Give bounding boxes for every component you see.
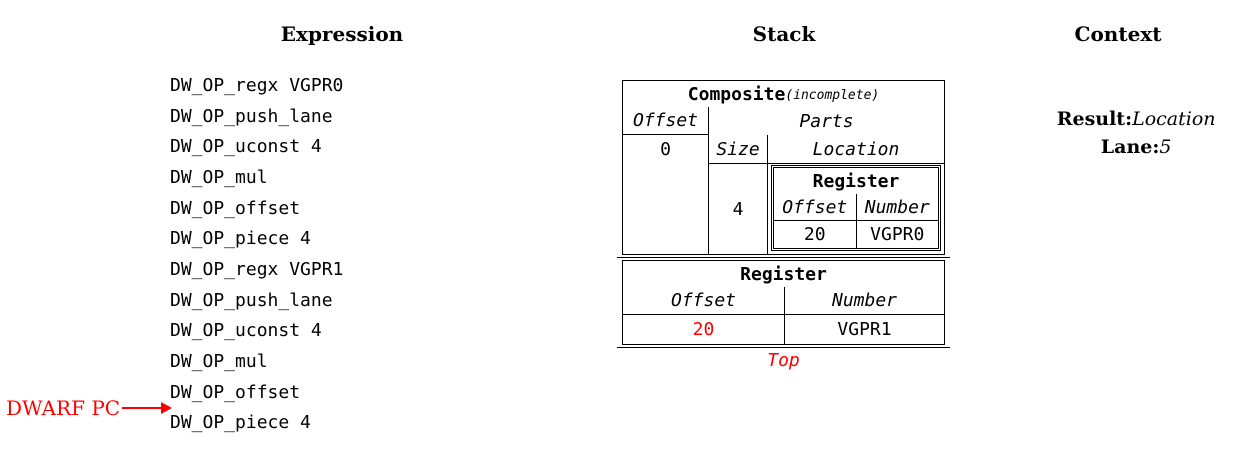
composite-offset-value: 0: [660, 138, 671, 160]
expression-item: DW_OP_regx VGPR1: [170, 258, 344, 280]
nested-register-title: Register: [812, 170, 900, 192]
stack-column-header: Stack: [752, 22, 816, 46]
context-column-header: Context: [1074, 22, 1162, 46]
expression-list: DW_OP_regx VGPR0 DW_OP_push_lane DW_OP_u…: [170, 70, 343, 438]
part-size-header: Size: [709, 135, 767, 164]
expression-item: DW_OP_offset: [170, 197, 301, 219]
composite-title-row: Composite(incomplete): [623, 81, 944, 107]
stack-entry-composite: Composite(incomplete) Offset 0 Parts Siz…: [622, 80, 945, 255]
expression-item: DW_OP_offset: [170, 381, 301, 403]
lane-value: 5: [1159, 136, 1172, 158]
composite-parts-column: Parts Size 4 Location Register: [709, 107, 944, 254]
part-location-column: Location Register Offset Number 2: [768, 135, 944, 254]
register-number-value: VGPR1: [837, 319, 892, 340]
part-location-header: Location: [768, 135, 944, 164]
stack-entry-separator: [617, 257, 950, 258]
nested-register-table: Register Offset Number 20 VGPR0: [771, 165, 941, 251]
register-offset-header: Offset: [623, 287, 785, 314]
part-size-column: Size 4: [709, 135, 768, 254]
register-offset-value: 20: [623, 315, 785, 344]
expression-item: DW_OP_uconst 4: [170, 136, 322, 158]
context-panel: Result:Location Lane:5: [998, 77, 1238, 158]
lane-label: Lane:: [1100, 136, 1160, 158]
register-title: Register: [740, 263, 827, 285]
composite-offset-header: Offset: [623, 107, 708, 135]
nested-register-number-value: VGPR0: [870, 224, 925, 245]
expression-item: DW_OP_uconst 4: [170, 320, 322, 342]
dwarf-pc-pointer: DWARF PC: [6, 394, 173, 422]
composite-offset-column: Offset 0: [623, 107, 709, 254]
composite-parts-header: Parts: [799, 110, 854, 132]
expression-item: DW_OP_push_lane: [170, 289, 333, 311]
result-label: Result:: [1056, 108, 1133, 130]
nested-register-number-header: Number: [864, 196, 930, 218]
nested-register-offset-value: 20: [774, 221, 857, 248]
part-size-value: 4: [732, 198, 744, 220]
expression-item: DW_OP_regx VGPR0: [170, 74, 344, 96]
dwarf-pc-arrow-icon: [122, 402, 173, 414]
register-number-header: Number: [831, 290, 898, 311]
dwarf-pc-label: DWARF PC: [6, 396, 121, 420]
stack-entry-separator: [617, 347, 950, 348]
context-lane-line: Lane:5: [998, 105, 1238, 158]
result-value: Location: [1132, 108, 1216, 130]
expression-item: DW_OP_piece 4: [170, 228, 311, 250]
composite-incomplete-annotation: (incomplete): [785, 87, 880, 103]
stack: Composite(incomplete) Offset 0 Parts Siz…: [617, 80, 950, 371]
nested-register-offset-header: Offset: [774, 194, 857, 220]
expression-item: DW_OP_push_lane: [170, 105, 333, 127]
composite-title: Composite: [687, 83, 786, 105]
context-result-line: Result:Location: [998, 77, 1238, 130]
expression-item: DW_OP_mul: [170, 351, 268, 373]
expression-item: DW_OP_piece 4: [170, 412, 311, 434]
stack-top-label: Top: [767, 350, 800, 371]
stack-entry-register: Register Offset Number 20 VGPR1: [622, 260, 945, 345]
expression-item: DW_OP_mul: [170, 166, 268, 188]
expression-column-header: Expression: [280, 22, 404, 46]
